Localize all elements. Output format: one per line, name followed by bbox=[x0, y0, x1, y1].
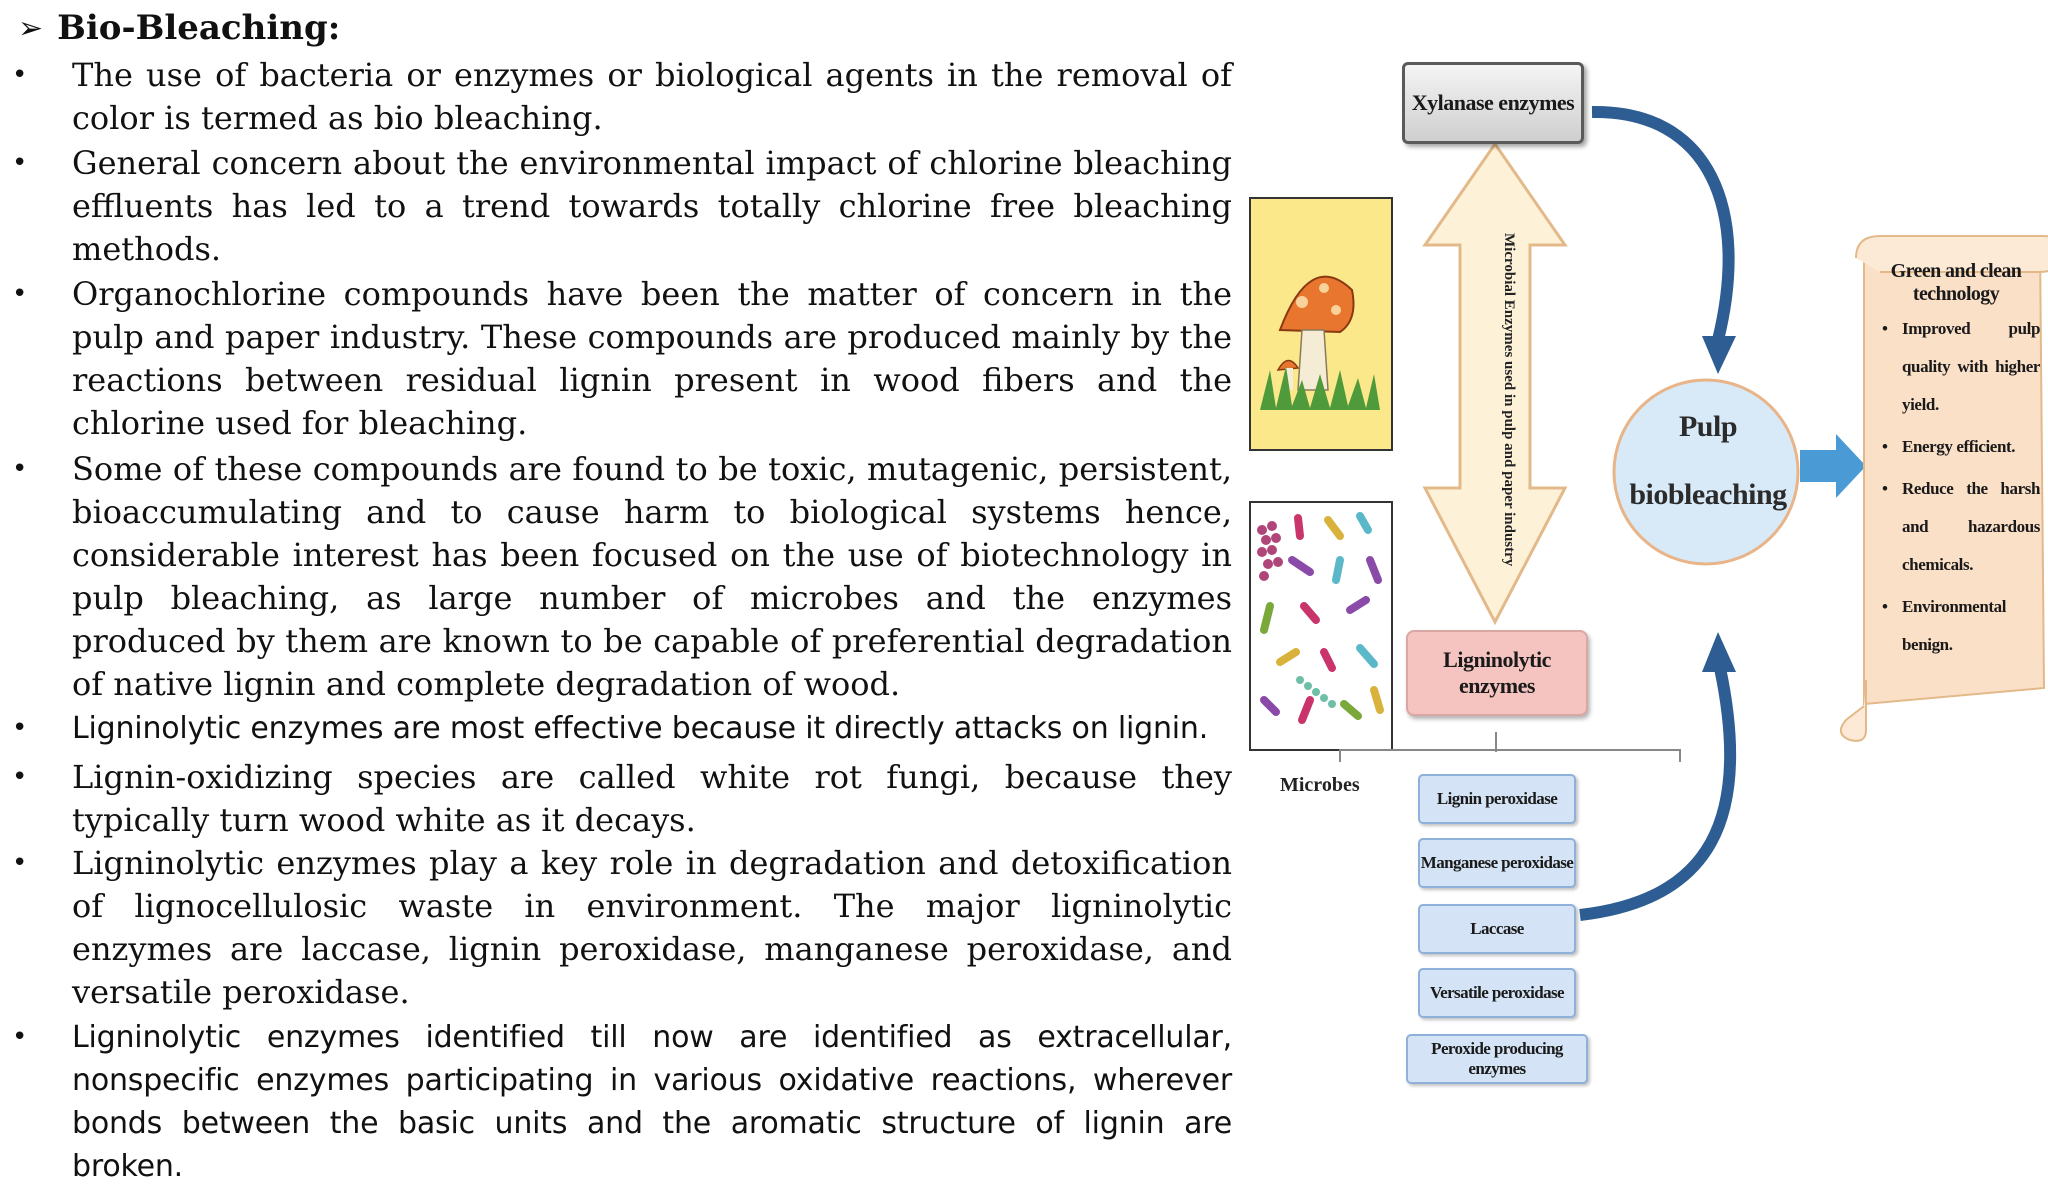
bullet-dot: • bbox=[12, 148, 28, 178]
xylanase-enzymes-box: Xylanase enzymes bbox=[1402, 62, 1584, 144]
curved-arrow-bottom bbox=[1579, 666, 1737, 921]
bullet-dot: • bbox=[12, 848, 28, 878]
enzyme-box-peroxide-producing: Peroxide producing enzymes bbox=[1406, 1034, 1588, 1084]
bullet-dot: • bbox=[12, 1022, 28, 1052]
slide: ➢ Bio-Bleaching: • The use of bacteria o… bbox=[0, 0, 2048, 1152]
bullet-item: • Ligninolytic enzymes play a key role i… bbox=[12, 842, 1232, 1014]
circle-line-2: biobleaching bbox=[1629, 478, 1787, 511]
bullet-text: The use of bacteria or enzymes or biolog… bbox=[72, 56, 1232, 137]
benefit-item: Improved pulp quality with higher yield. bbox=[1880, 310, 2040, 424]
enzyme-bracket bbox=[1339, 749, 1681, 762]
bullet-item: • Organochlorine compounds have been the… bbox=[12, 273, 1232, 445]
enzyme-box-manganese-peroxidase: Manganese peroxidase bbox=[1418, 838, 1576, 888]
microbes-illustration bbox=[1249, 501, 1393, 751]
enzyme-box-laccase: Laccase bbox=[1418, 904, 1576, 954]
bullet-dot: • bbox=[12, 713, 28, 743]
enzyme-box-lignin-peroxidase: Lignin peroxidase bbox=[1418, 774, 1576, 824]
bullet-dot: • bbox=[12, 279, 28, 309]
bullet-item: • The use of bacteria or enzymes or biol… bbox=[12, 54, 1232, 140]
heading-title: Bio-Bleaching: bbox=[57, 8, 341, 48]
bullet-text: Ligninolytic enzymes play a key role in … bbox=[72, 844, 1232, 1011]
mushroom-illustration bbox=[1249, 197, 1393, 451]
heading: ➢ Bio-Bleaching: bbox=[18, 8, 340, 48]
bullet-text: Ligninolytic enzymes identified till now… bbox=[72, 1020, 1232, 1184]
bullet-text: Some of these compounds are found to be … bbox=[72, 450, 1232, 703]
arrow-label: Microbial Enzymes used in pulp and paper… bbox=[1501, 233, 1517, 567]
arrowhead-bullet-icon: ➢ bbox=[18, 10, 44, 46]
enzyme-box-versatile-peroxidase: Versatile peroxidase bbox=[1418, 968, 1576, 1018]
circle-line-1: Pulp bbox=[1678, 410, 1738, 443]
pulp-biobleaching-label: Pulp biobleaching bbox=[1608, 405, 1808, 517]
benefit-list: Improved pulp quality with higher yield.… bbox=[1880, 310, 2040, 668]
bullet-item: • Ligninolytic enzymes are most effectiv… bbox=[12, 707, 1232, 750]
bullet-text: Ligninolytic enzymes are most effective … bbox=[72, 711, 1209, 746]
biobleaching-diagram: Xylanase enzymes Microbial Enzymes used … bbox=[1240, 40, 2048, 1100]
bullet-text: Organochlorine compounds have been the m… bbox=[72, 275, 1232, 442]
double-headed-arrow bbox=[1422, 141, 1568, 626]
bullet-text: Lignin-oxidizing species are called whit… bbox=[72, 758, 1232, 839]
curved-arrow-top bbox=[1591, 105, 1735, 342]
pulp-biobleaching-circle bbox=[1612, 378, 1800, 566]
microbes-label: Microbes bbox=[1280, 774, 1360, 796]
ligninolytic-enzymes-box: Ligninolytic enzymes bbox=[1406, 630, 1588, 716]
bullet-dot: • bbox=[12, 762, 28, 792]
bullet-item: • Lignin-oxidizing species are called wh… bbox=[12, 756, 1232, 842]
benefit-item: Energy efficient. bbox=[1880, 428, 2040, 466]
bullet-item: • Ligninolytic enzymes identified till n… bbox=[12, 1016, 1232, 1188]
benefit-item: Environmental benign. bbox=[1880, 588, 2040, 664]
scroll-title: Green and clean technology bbox=[1890, 260, 2022, 305]
bullet-dot: • bbox=[12, 60, 28, 90]
benefit-item: Reduce the harsh and hazardous chemicals… bbox=[1880, 470, 2040, 584]
right-arrow bbox=[1800, 434, 1866, 498]
bullet-dot: • bbox=[12, 454, 28, 484]
bullet-item: • Some of these compounds are found to b… bbox=[12, 448, 1232, 706]
bullet-text: General concern about the environmental … bbox=[72, 144, 1232, 268]
bullet-item: • General concern about the environmenta… bbox=[12, 142, 1232, 271]
